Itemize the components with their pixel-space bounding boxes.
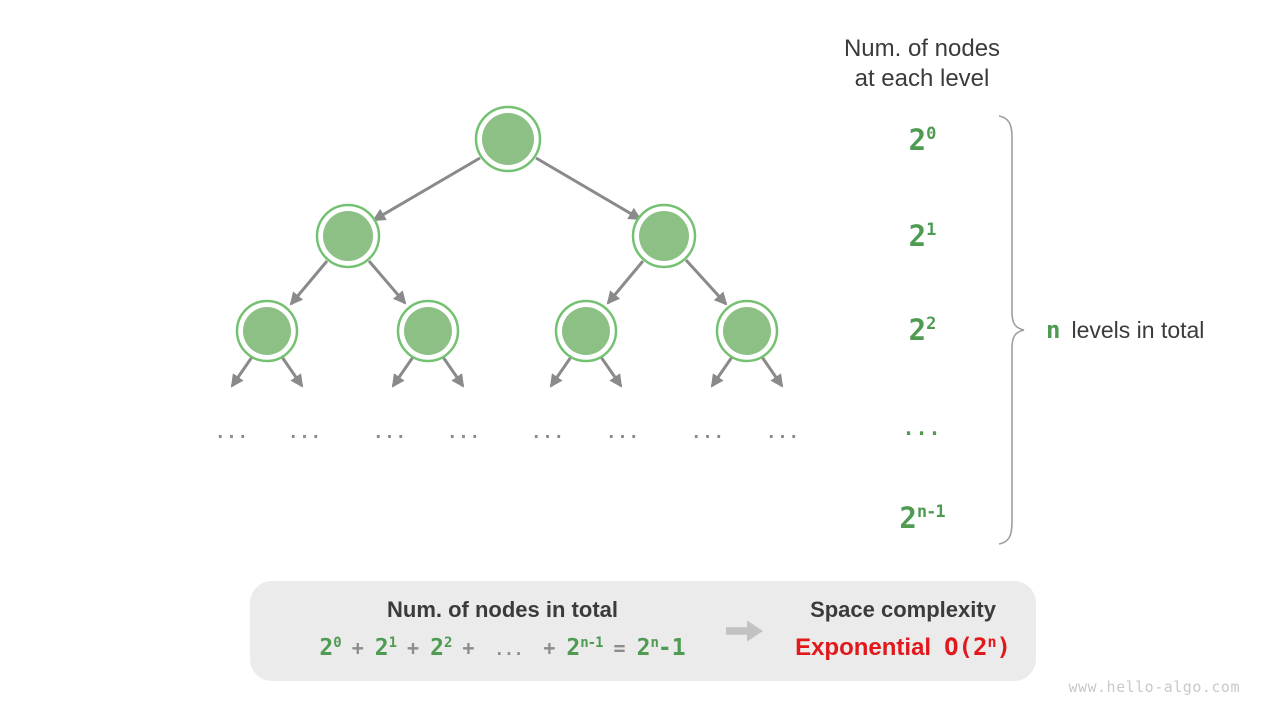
space-complexity-title: Space complexity <box>810 597 996 622</box>
level-count-base: 2 <box>908 123 927 157</box>
level-count-exponent: 0 <box>926 124 936 144</box>
level-count-label-0: 20 <box>908 123 937 157</box>
tree-edges <box>230 156 784 388</box>
watermark: www.hello-algo.com <box>1068 678 1240 696</box>
total-nodes-title: Num. of nodes in total <box>387 597 618 622</box>
tree-node-root <box>474 105 542 173</box>
summary-box: Num. of nodes in total 20 +21 +22 +... +2n-1… <box>250 581 1036 681</box>
total-nodes-formula: 20 +21 +22 +... +2n-1 = 2n-1 <box>250 635 755 661</box>
formula-term: 22 <box>430 635 452 661</box>
tree-ellipsis: ... <box>766 423 800 443</box>
level-count-label-4: 2n-1 <box>899 501 946 535</box>
formula-term: 21 <box>374 635 397 661</box>
right-column-title-line1: Num. of nodes <box>843 35 1001 62</box>
tree-ellipsis: ... <box>606 423 640 443</box>
formula-ellipsis: ... <box>494 640 524 659</box>
level-count-base: 2 <box>908 219 927 253</box>
complexity-big-o: O(2n) <box>944 633 1011 661</box>
formula-plus: + <box>407 636 420 660</box>
right-column-title: Num. of nodes at each level <box>844 34 1000 94</box>
formula-plus: + <box>462 636 475 660</box>
formula-plus: + <box>351 636 364 660</box>
tree-ellipsis: ... <box>691 423 725 443</box>
tree-nodes <box>235 105 779 363</box>
right-column-title-line2: at each level <box>854 65 990 92</box>
complexity-name: Exponential <box>795 634 932 661</box>
level-count-exponent: 1 <box>926 220 936 240</box>
tree-node <box>554 299 618 363</box>
tree-node <box>235 299 299 363</box>
tree-node <box>315 203 381 269</box>
levels-brace <box>998 115 1025 545</box>
tree-node <box>715 299 779 363</box>
tree-node <box>631 203 697 269</box>
levels-total-n: n <box>1046 316 1061 344</box>
formula-term: 20 <box>319 635 341 661</box>
tree-ellipsis: ... <box>531 423 565 443</box>
formula-plus: + <box>543 636 556 660</box>
formula-term: 2n-1 <box>566 635 603 661</box>
tree-ellipsis: ... <box>447 423 481 443</box>
space-complexity-value: Exponential O(2n) <box>770 633 1036 662</box>
level-count-ellipsis: ... <box>902 416 942 440</box>
level-count-base: 2 <box>899 501 917 535</box>
tree-ellipsis: ... <box>215 423 249 443</box>
tree-node <box>396 299 460 363</box>
formula-equals: = <box>613 636 626 660</box>
levels-total-text: levels in total <box>1071 317 1205 343</box>
tree-ellipsis: ... <box>373 423 407 443</box>
level-count-base: 2 <box>908 313 927 347</box>
formula-result: 2n-1 <box>636 635 686 661</box>
arrow-right-icon <box>726 620 763 642</box>
level-count-label-2: 22 <box>908 313 937 347</box>
level-count-exponent: n-1 <box>916 502 946 522</box>
tree-ellipsis: ... <box>288 423 322 443</box>
level-count-label-1: 21 <box>908 219 937 253</box>
levels-total-note: n levels in total <box>1046 316 1204 344</box>
level-count-exponent: 2 <box>926 314 936 334</box>
